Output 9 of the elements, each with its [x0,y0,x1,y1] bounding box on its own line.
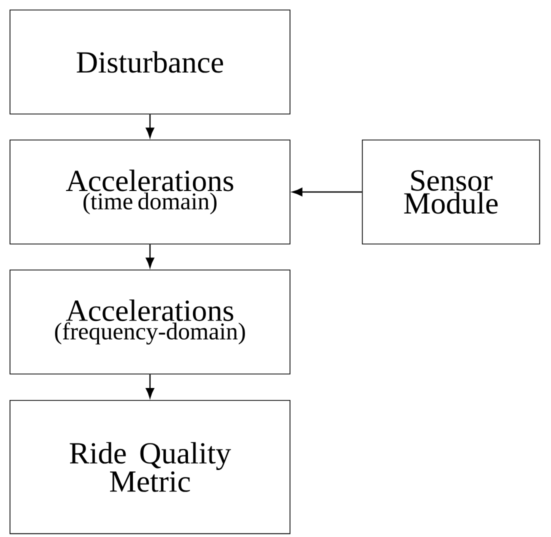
process-box: Sensor Module [362,140,540,244]
process-box: Accelerations (frequency-domain) [10,270,290,374]
arrow [292,188,362,196]
process-box: Ride Quality Metric [10,400,290,534]
arrow [146,374,154,398]
process-box: Disturbance [10,10,290,114]
arrow [146,244,154,268]
arrow [146,114,154,138]
process-box: Accelerations (time domain) [10,140,290,244]
